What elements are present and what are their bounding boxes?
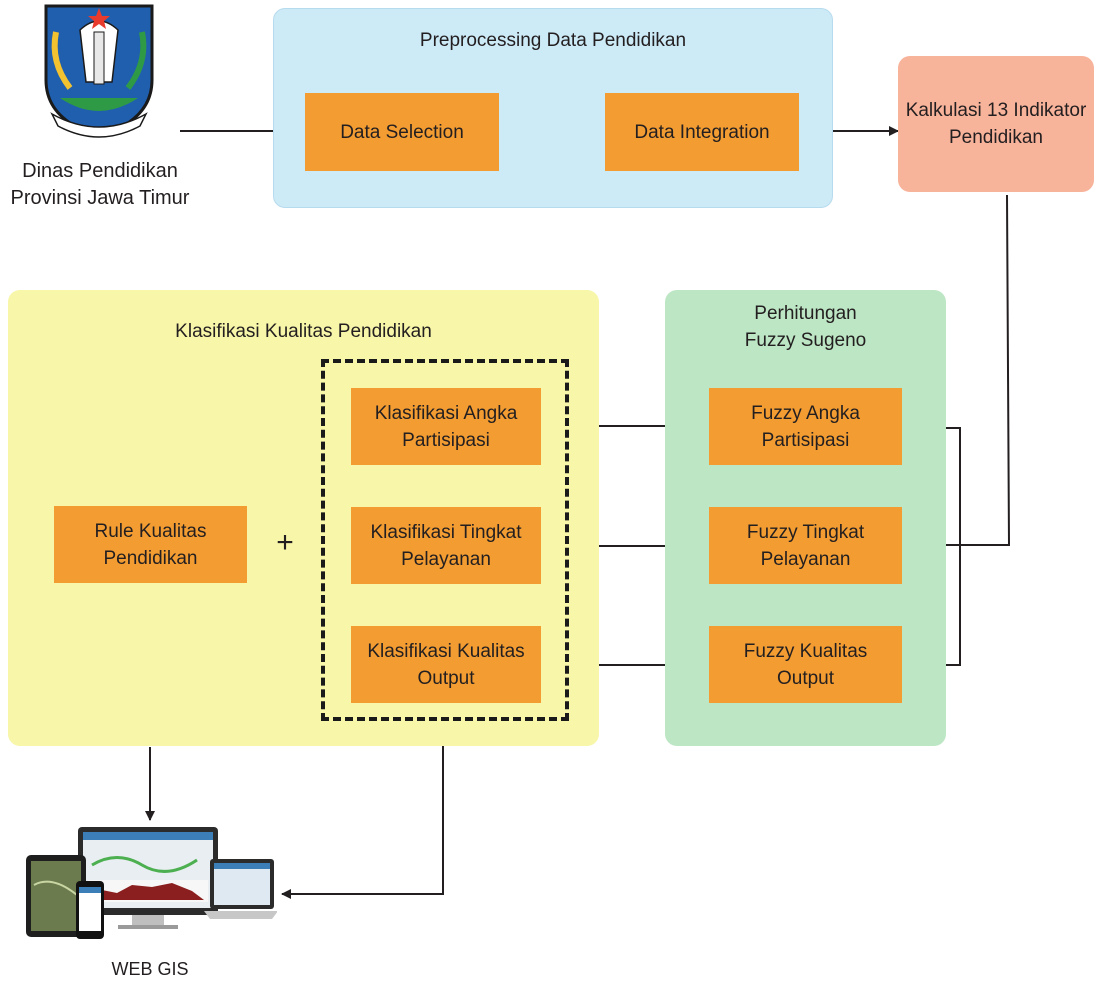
fuzzy-tingkat-box: Fuzzy Tingkat Pelayanan (709, 507, 902, 584)
plus-sign: + (276, 526, 294, 559)
klasifikasi-angka-box: Klasifikasi Angka Partisipasi (351, 388, 541, 465)
klasifikasi-title: Klasifikasi Kualitas Pendidikan (175, 321, 432, 342)
connector-dashed-group-to-webgis (281, 727, 444, 899)
fuzzy-angka-box: Fuzzy Angka Partisipasi (709, 388, 902, 465)
webgis-devices-icon (26, 827, 277, 939)
kalkulasi-box: Kalkulasi 13 Indikator Pendidikan (898, 56, 1094, 192)
webgis-label: WEB GIS (111, 959, 189, 979)
source-label: Dinas Pendidikan Provinsi Jawa Timur (10, 160, 190, 209)
rule-kualitas-box: Rule Kualitas Pendidikan (54, 506, 247, 583)
east-java-emblem-icon (44, 4, 154, 138)
preprocessing-title: Preprocessing Data Pendidikan (419, 30, 687, 51)
fuzzy-title: Perhitungan Fuzzy Sugeno (744, 303, 867, 351)
klasifikasi-kualitas-box: Klasifikasi Kualitas Output (351, 626, 541, 703)
klasifikasi-tingkat-box: Klasifikasi Tingkat Pelayanan (351, 507, 541, 584)
fuzzy-kualitas-box: Fuzzy Kualitas Output (709, 626, 902, 703)
data-selection-box: Data Selection (305, 93, 499, 171)
klasifikasi-dashed-group (321, 359, 569, 721)
data-integration-box: Data Integration (605, 93, 799, 171)
